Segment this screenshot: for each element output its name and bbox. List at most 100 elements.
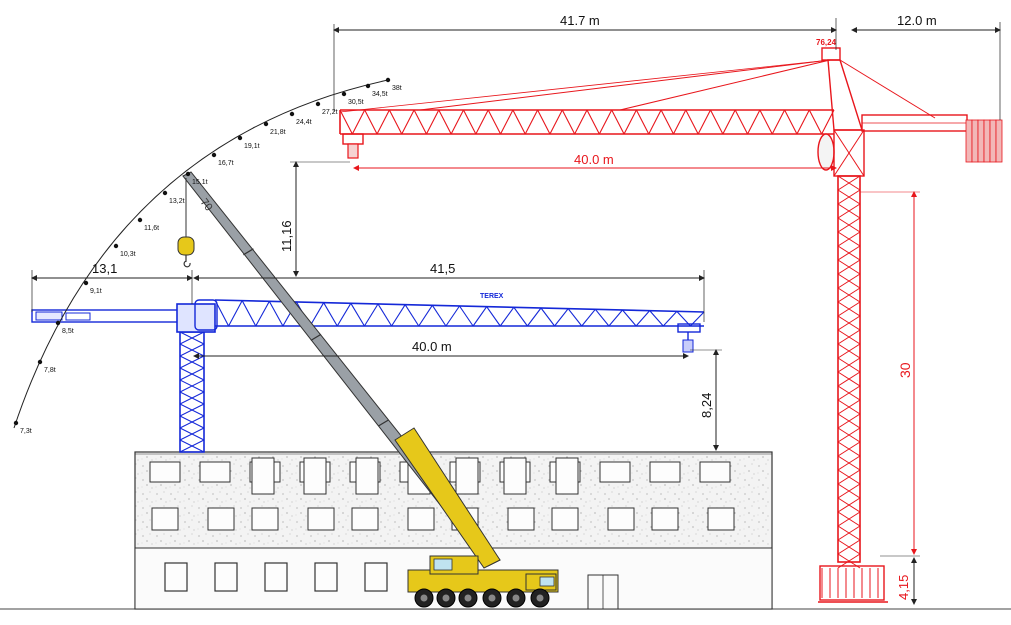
blue-jib-diagonal — [309, 302, 325, 327]
load-label: 24,4t — [296, 119, 312, 126]
load-label: 13,2t — [169, 198, 185, 205]
load-point — [385, 77, 391, 83]
red-mast-diagonal — [837, 497, 861, 513]
red-jib-diagonal — [734, 109, 749, 135]
wheel-hub — [488, 594, 496, 602]
blue-crane-slewing-unit — [194, 299, 218, 331]
red-jib-length-label: 41.7 m — [560, 13, 600, 28]
blue-mast-diagonal — [179, 343, 205, 357]
counterweight-block — [995, 119, 1003, 163]
blue-jib-diagonal — [567, 308, 583, 327]
load-point — [211, 152, 217, 158]
boom-joint — [243, 248, 254, 256]
load-label: 30,5t — [348, 99, 364, 106]
blue-mast-diagonal — [179, 403, 205, 417]
red-mast-diagonal — [837, 413, 861, 429]
red-mast-diagonal — [837, 245, 861, 261]
blue-crane-trolley — [677, 323, 701, 333]
load-label: 10,3t — [120, 251, 136, 258]
red-mast-diagonal — [837, 175, 861, 191]
load-label: 9,1t — [90, 288, 102, 295]
red-jib-diagonal — [611, 109, 625, 135]
crane-hook-icon — [347, 143, 359, 159]
load-label: 19,1t — [244, 143, 260, 150]
red-jib-diagonal — [500, 109, 514, 135]
red-jib-diagonal — [722, 109, 736, 135]
red-mast-diagonal — [837, 427, 861, 443]
load-point — [13, 420, 19, 426]
window-upper — [599, 461, 631, 483]
red-counter-jib-label: 12.0 m — [897, 13, 937, 28]
red-jib-diagonal — [401, 109, 415, 135]
load-point — [162, 190, 168, 196]
red-mast-diagonal — [837, 315, 861, 331]
window-middle — [707, 507, 735, 531]
blue-jib-diagonal — [499, 307, 515, 327]
red-jib-diagonal — [784, 109, 798, 135]
red-mast-diagonal — [837, 329, 861, 345]
red-jib-diagonal — [635, 109, 650, 135]
load-label: 11,6t — [144, 225, 159, 232]
red-jib-diagonal — [376, 109, 390, 135]
window-middle — [351, 507, 379, 531]
red-jib-diagonal — [759, 109, 773, 135]
window-middle — [651, 507, 679, 531]
red-mast-diagonal — [837, 371, 861, 387]
red-jib-diagonal — [339, 109, 353, 135]
load-label: 34,5t — [372, 91, 388, 98]
red-mast-diagonal — [837, 483, 861, 499]
blue-clearance-label: 8,24 — [699, 393, 714, 418]
boom-section-joints — [243, 248, 389, 427]
red-mast-diagonal — [837, 203, 861, 219]
blue-jib-diagonal — [554, 308, 569, 327]
load-point — [315, 101, 321, 107]
blue-jib-diagonal — [486, 306, 501, 327]
blue-mast-diagonal — [179, 367, 205, 381]
red-crane-pendant — [339, 59, 831, 113]
red-base-frame — [819, 565, 885, 601]
blue-jib-diagonal — [526, 307, 542, 327]
blue-jib-diagonal — [594, 308, 610, 327]
blue-tower-crane: TEREX — [31, 293, 705, 453]
wheel-hub — [442, 594, 450, 602]
load-label: 27,2t — [322, 109, 338, 116]
load-point — [289, 111, 295, 117]
load-point — [341, 91, 347, 97]
window-tall — [503, 457, 527, 495]
blue-crane-ballast — [65, 312, 91, 321]
window-upper — [149, 461, 181, 483]
red-mast-diagonal — [837, 399, 861, 415]
red-jib-diagonal — [710, 109, 724, 135]
blue-jib-diagonal — [540, 307, 556, 327]
mobile-crane-carrier — [407, 569, 559, 593]
load-point — [83, 280, 89, 286]
mobile-crane-cab-window — [433, 558, 453, 571]
window-middle — [251, 507, 279, 531]
window-middle — [407, 507, 435, 531]
blue-jib-label: 41,5 — [430, 261, 455, 276]
red-jib-diagonal — [685, 109, 699, 135]
load-label: 16,7t — [218, 160, 234, 167]
red-mast-diagonal — [837, 357, 861, 373]
load-label: 8,5t — [62, 328, 74, 335]
window-upper — [699, 461, 731, 483]
red-jib-diagonal — [524, 109, 539, 135]
window-tall — [303, 457, 327, 495]
red-crane-top-marker: 76,24 — [816, 38, 837, 47]
red-crane-jib — [339, 109, 835, 135]
load-arc-curve — [13, 79, 389, 429]
boom-tip-label: 70 — [198, 196, 215, 213]
load-label: 7,8t — [44, 367, 56, 374]
red-jib-diagonal — [623, 109, 637, 135]
crane-hook-icon — [177, 236, 195, 256]
blue-jib-diagonal — [608, 309, 623, 327]
red-crane-slewing-section — [833, 129, 865, 177]
red-jib-diagonal — [388, 109, 403, 135]
load-point — [263, 121, 269, 127]
red-mast-diagonal — [837, 511, 861, 527]
hook-tip-icon — [183, 255, 191, 268]
red-jib-diagonal — [512, 109, 526, 135]
red-jib-diagonal — [747, 109, 761, 135]
red-crane-brace — [833, 129, 865, 177]
window-ground — [314, 562, 338, 592]
